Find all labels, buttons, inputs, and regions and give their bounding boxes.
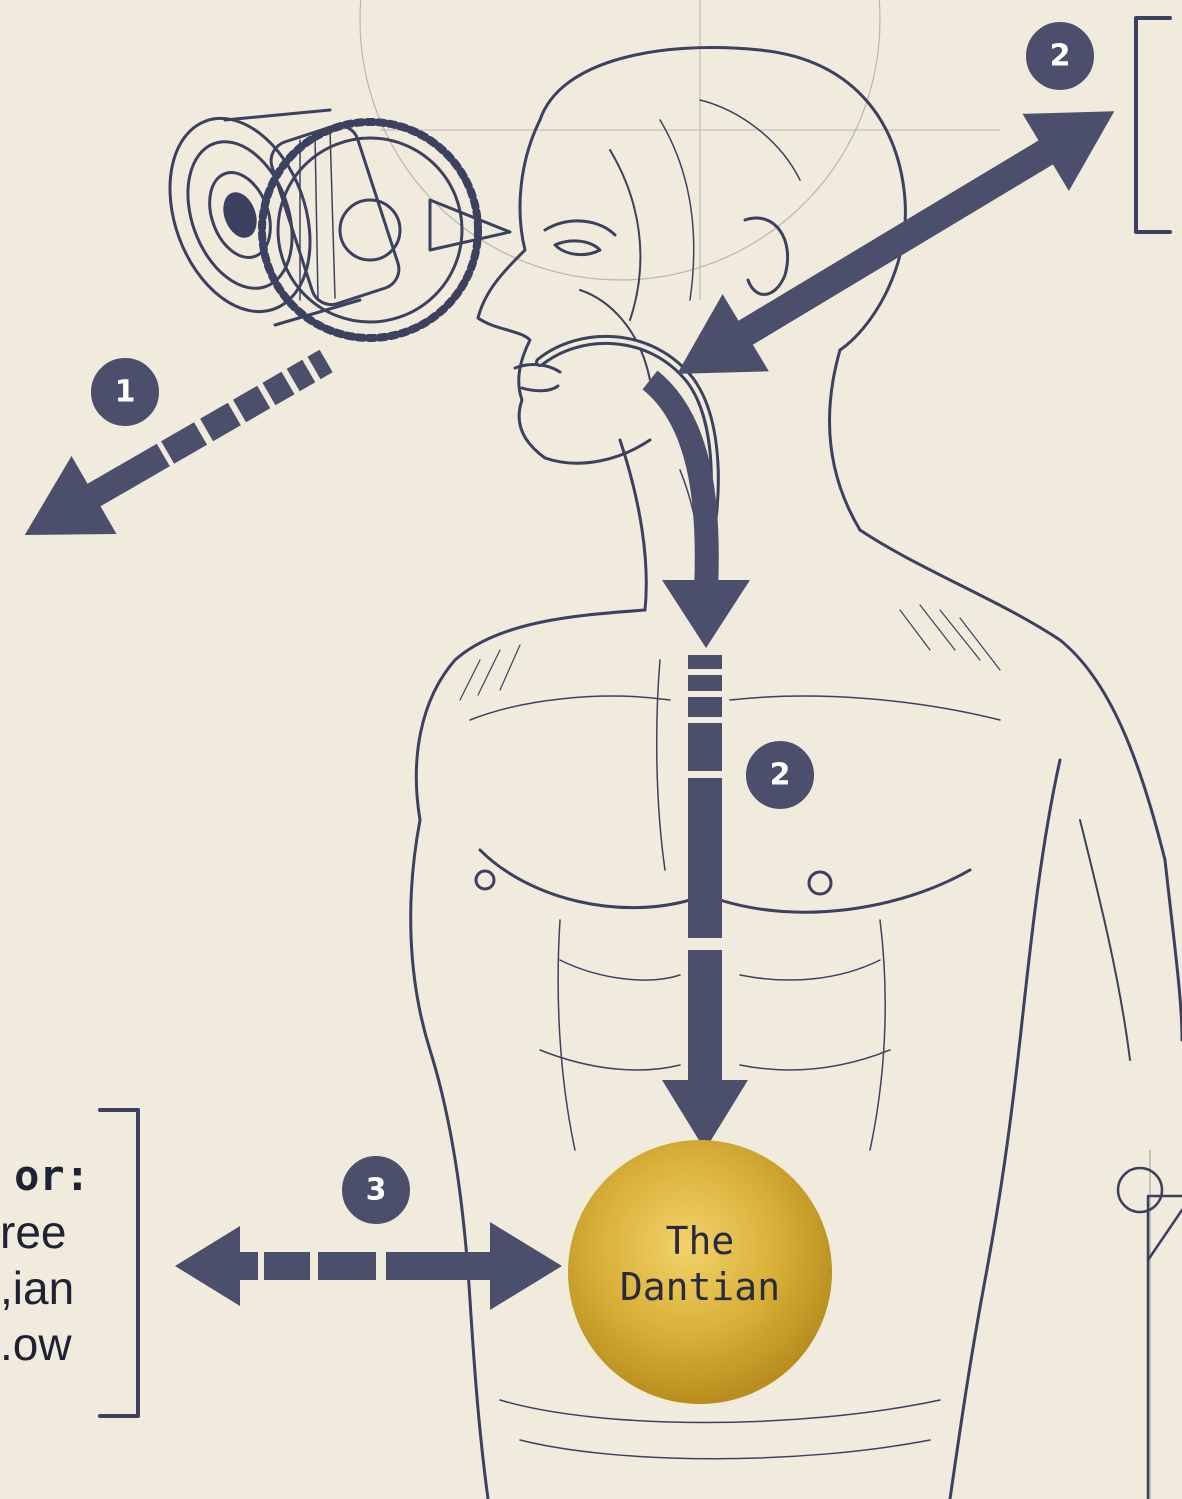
arrow-2-curve-head (662, 580, 750, 648)
badge-3: 3 (340, 1154, 412, 1226)
arrow-1 (2, 322, 348, 574)
dantian-label-line2: Dantian (580, 1264, 820, 1310)
side-note: or: ree ian, ow. (0, 1148, 90, 1372)
side-note-line-1: ree (0, 1204, 90, 1260)
badge-1: 1 (89, 356, 161, 428)
badge-2-top-label: 2 (1050, 39, 1071, 74)
side-note-line-2: ian, (0, 1260, 90, 1316)
side-note-line-3: ow. (0, 1316, 90, 1372)
gear-icon (262, 122, 478, 338)
badge-3-label: 3 (366, 1173, 387, 1208)
bracket-bottom-left (100, 1110, 138, 1416)
side-note-heading: or: (0, 1148, 90, 1204)
dantian-label-line1: The (580, 1218, 820, 1264)
arrow-2-curve (650, 380, 707, 590)
badge-2-chest-label: 2 (770, 758, 791, 793)
bracket-top-right (1136, 18, 1170, 232)
arrow-3 (175, 1222, 562, 1310)
badge-2-chest: 2 (744, 739, 816, 811)
badge-2-top: 2 (1024, 20, 1096, 92)
arrow-2-diagonal (654, 73, 1138, 413)
dantian-label: The Dantian (580, 1218, 820, 1310)
badge-1-label: 1 (115, 375, 136, 410)
